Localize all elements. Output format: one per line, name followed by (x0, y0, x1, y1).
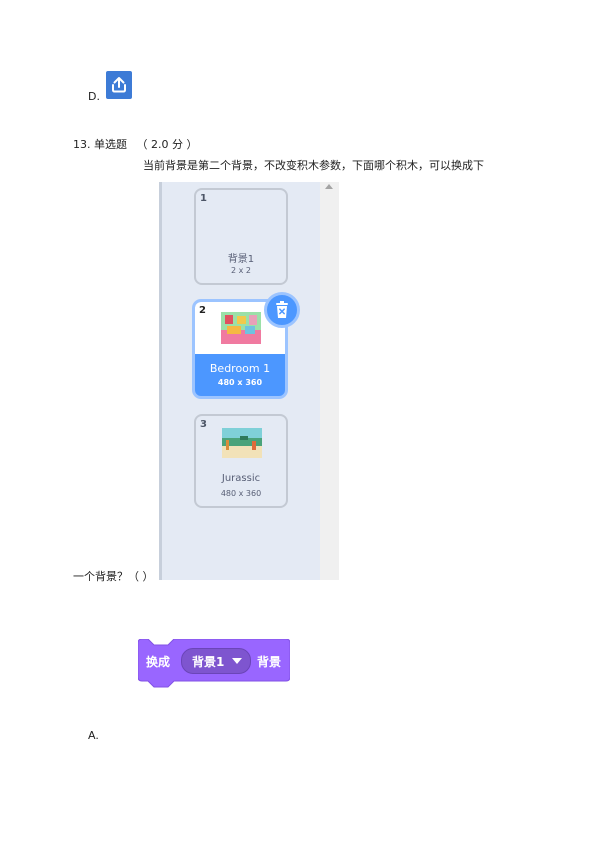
backdrop-number: 2 (199, 305, 206, 316)
question-number: 13. (73, 138, 91, 151)
jurassic-thumbnail (222, 428, 262, 458)
trash-icon (276, 301, 288, 318)
option-a-label: A. (88, 729, 99, 742)
backdrop-card-3[interactable]: 3 Jurassic 480 x 360 (194, 414, 288, 508)
bedroom-thumbnail (221, 312, 261, 344)
block-label-backdrop: 背景 (257, 655, 282, 669)
backdrop-panel: 1 背景1 2 x 2 2 Bedroom 1 480 x 360 3 (159, 182, 339, 580)
question-header: 13. 单选题 （ 2.0 分 ） (73, 138, 197, 152)
question-points: （ 2.0 分 ） (136, 138, 198, 151)
scroll-up-arrow-icon[interactable] (325, 184, 333, 189)
backdrop-size: 2 x 2 (231, 266, 251, 275)
option-d-label: D. (88, 90, 100, 103)
backdrop-name: Bedroom 1 (209, 362, 271, 375)
backdrop-number: 1 (200, 193, 207, 204)
backdrop-number: 3 (200, 419, 207, 430)
upload-icon[interactable] (106, 71, 132, 99)
backdrop-size: 480 x 360 (217, 378, 263, 387)
backdrop-name: 背景1 (227, 254, 255, 265)
scrollbar[interactable] (320, 182, 339, 580)
delete-backdrop-button[interactable] (264, 292, 300, 328)
panel-divider (159, 182, 162, 580)
dropdown-arrow-icon (232, 658, 242, 664)
backdrop-dropdown[interactable]: 背景1 (181, 648, 251, 674)
question-type: 单选题 (94, 138, 127, 151)
block-label-switch: 换成 (146, 655, 171, 669)
switch-backdrop-block[interactable]: 换成 背景1 背景 (138, 639, 290, 688)
backdrop-name: Jurassic (221, 473, 261, 484)
dropdown-value: 背景1 (192, 655, 225, 669)
question-prompt-line1: 当前背景是第二个背景，不改变积木参数，下面哪个积木，可以换成下 (143, 159, 484, 172)
backdrop-card-1[interactable]: 1 背景1 2 x 2 (194, 188, 288, 285)
question-prompt-line2: 一个背景？（ ） (73, 570, 154, 583)
backdrop-size: 480 x 360 (220, 489, 262, 498)
